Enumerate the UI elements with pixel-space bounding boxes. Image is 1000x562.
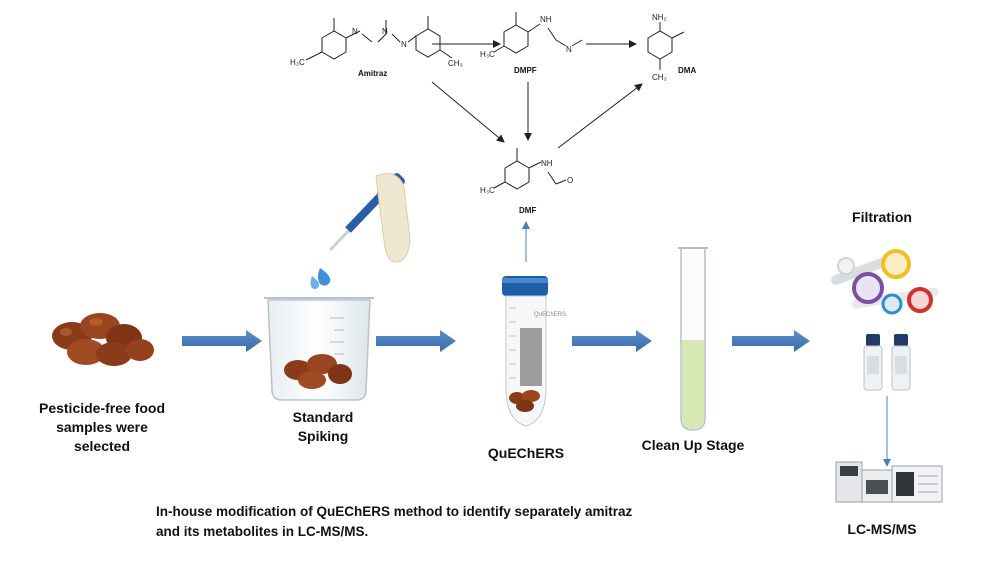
food-samples-icon [52, 313, 154, 366]
caption-line1: In-house modification of QuEChERS method… [156, 504, 633, 519]
amitraz-ch3: H₃C [290, 58, 305, 67]
amitraz-ch3-right: CH₃ [448, 59, 463, 68]
amitraz-n3: N [401, 40, 407, 49]
step-label-spiking-line2: Spiking [297, 428, 349, 444]
beaker-icon [264, 297, 374, 401]
step-label-spiking: Standard Spiking [264, 408, 382, 446]
amitraz-structure [305, 16, 453, 61]
lcms-instrument-icon [835, 461, 943, 503]
step-label-spiking-line1: Standard [292, 409, 354, 425]
amitraz-n1: N [352, 27, 358, 36]
step-label-cleanup: Clean Up Stage [641, 437, 745, 453]
cleanup-tube-icon [678, 247, 708, 431]
arrow-step2-to-step3 [376, 330, 456, 352]
step-label-samples: Pesticide-free food samples were selecte… [16, 399, 188, 456]
dma-structure [647, 22, 685, 70]
caption: In-house modification of QuEChERS method… [156, 502, 696, 542]
step-label-quechers: QuEChERS [487, 445, 565, 461]
amitraz-n2: N [382, 27, 388, 36]
dmf-ch3: H₃C [480, 186, 495, 195]
vials-icon [863, 334, 911, 391]
dmpf-structure [493, 12, 583, 54]
process-arrows [182, 330, 810, 352]
step-label-samples-line2: samples were [56, 419, 148, 435]
dmpf-n: N [566, 45, 572, 54]
chemical-scheme: N N N H₃C CH₃ Amitraz NH N H₃C DMPF NH₂ … [290, 12, 696, 215]
step-label-samples-line3: selected [73, 438, 131, 454]
dmpf-label: DMPF [514, 66, 537, 75]
arrow-amitraz-to-dmf [431, 81, 505, 143]
arrow-step1-to-step2 [182, 330, 262, 352]
quechers-tube-icon: QuEChERS [502, 276, 566, 427]
step-label-lcms: LC-MS/MS [847, 521, 917, 537]
tube-brand-text: QuEChERS [534, 312, 566, 318]
arrow-step3-to-step4 [572, 330, 652, 352]
dmf-o: O [567, 176, 573, 185]
caption-line2: and its metabolites in LC-MS/MS. [156, 524, 369, 539]
filtration-icon [831, 249, 939, 315]
pipette-icon [310, 173, 411, 290]
dma-nh2: NH₂ [652, 13, 667, 22]
dmf-structure [493, 148, 567, 190]
dmf-label: DMF [519, 206, 536, 215]
amitraz-label: Amitraz [358, 69, 387, 78]
dmf-nh: NH [541, 159, 553, 168]
step-label-samples-line1: Pesticide-free food [38, 400, 166, 416]
dmpf-nh: NH [540, 15, 552, 24]
dma-ch3: CH₃ [652, 73, 667, 82]
dmpf-ch3: H₃C [480, 50, 495, 59]
arrow-step4-to-step5 [732, 330, 810, 352]
step-label-filtration: Filtration [852, 209, 912, 225]
arrow-dmf-to-dma [557, 83, 643, 149]
dma-label: DMA [678, 66, 696, 75]
